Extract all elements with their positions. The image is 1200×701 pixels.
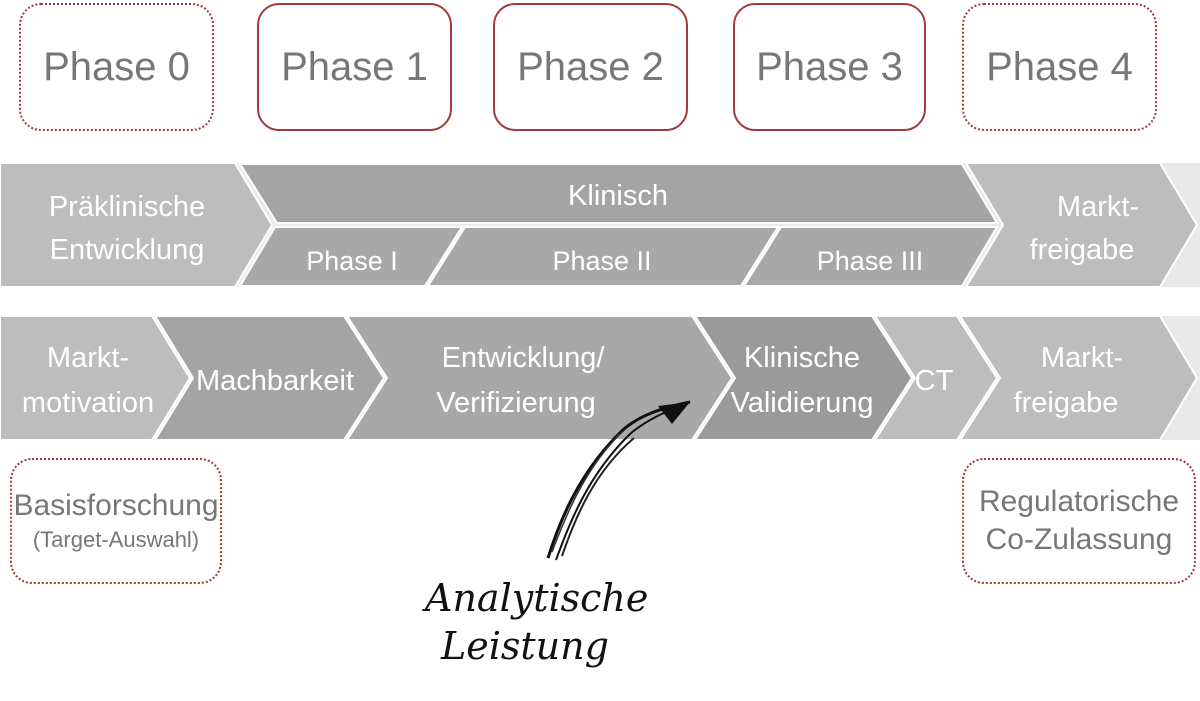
phase-ii-label: Phase II <box>552 246 651 276</box>
regulatory-label-2: Co-Zulassung <box>985 523 1173 556</box>
phase-0-label: Phase 0 <box>43 44 190 89</box>
phase-i-label: Phase I <box>306 246 398 276</box>
phase-iii-segment <box>742 226 999 287</box>
feasibility-chevron <box>153 315 386 441</box>
ct-chevron <box>873 315 999 441</box>
phase-2-box: Phase 2 <box>493 3 688 131</box>
development-label-1: Entwicklung/ <box>442 342 606 374</box>
feasibility-label: Machbarkeit <box>196 365 354 397</box>
clinical-validation-label-1: Klinische <box>744 342 860 374</box>
phase-3-box: Phase 3 <box>733 3 926 131</box>
phase-4-label: Phase 4 <box>986 44 1133 89</box>
annotation-line-1: Analytische <box>425 576 649 620</box>
phase-i-segment <box>238 226 464 287</box>
clinical-chevron <box>238 163 999 224</box>
regulatory-label-1: Regulatorische <box>978 485 1180 518</box>
analytical-performance-annotation: Analytische Leistung <box>425 574 649 670</box>
phase-1-label: Phase 1 <box>281 44 428 89</box>
pharma-market-release-label-1: Markt- <box>1057 191 1139 223</box>
clinical-validation-label-2: Validierung <box>731 387 874 419</box>
annotation-line-2: Leistung <box>441 624 609 668</box>
ct-label: CT <box>915 365 954 397</box>
phase-iii-label: Phase III <box>817 246 924 276</box>
preclinical-label-2: Entwicklung <box>50 234 205 266</box>
basic-research-box: Basisforschung (Target-Auswahl) <box>10 458 222 584</box>
market-motivation-label-2: motivation <box>22 387 154 419</box>
regulatory-box: Regulatorische Co-Zulassung <box>962 458 1196 584</box>
clinical-validation-chevron <box>693 315 914 441</box>
diagnostic-market-release-chevron <box>958 315 1199 441</box>
phase-3-label: Phase 3 <box>756 44 903 89</box>
market-motivation-label-1: Markt- <box>47 342 129 374</box>
phase-ii-segment <box>426 226 780 287</box>
basic-research-subtitle: (Target-Auswahl) <box>32 527 200 552</box>
preclinical-chevron <box>0 162 274 288</box>
development-label-2: Verifizierung <box>436 387 596 419</box>
phase-1-box: Phase 1 <box>257 3 452 131</box>
diagnostic-market-release-label-2: freigabe <box>1014 387 1119 419</box>
hand-drawn-arrow-icon <box>546 400 691 561</box>
pharma-market-release-label-2: freigabe <box>1030 234 1135 266</box>
diagnostic-market-release-label-1: Markt- <box>1041 342 1123 374</box>
basic-research-title: Basisforschung <box>13 489 219 522</box>
phase-4-box: Phase 4 <box>962 3 1157 131</box>
market-motivation-chevron <box>0 315 192 441</box>
preclinical-label-1: Präklinische <box>49 191 205 223</box>
pharma-market-release-chevron <box>964 162 1199 288</box>
phase-2-label: Phase 2 <box>517 44 664 89</box>
development-chevron <box>345 315 734 441</box>
phase-0-box: Phase 0 <box>19 3 214 131</box>
clinical-label: Klinisch <box>568 180 668 212</box>
